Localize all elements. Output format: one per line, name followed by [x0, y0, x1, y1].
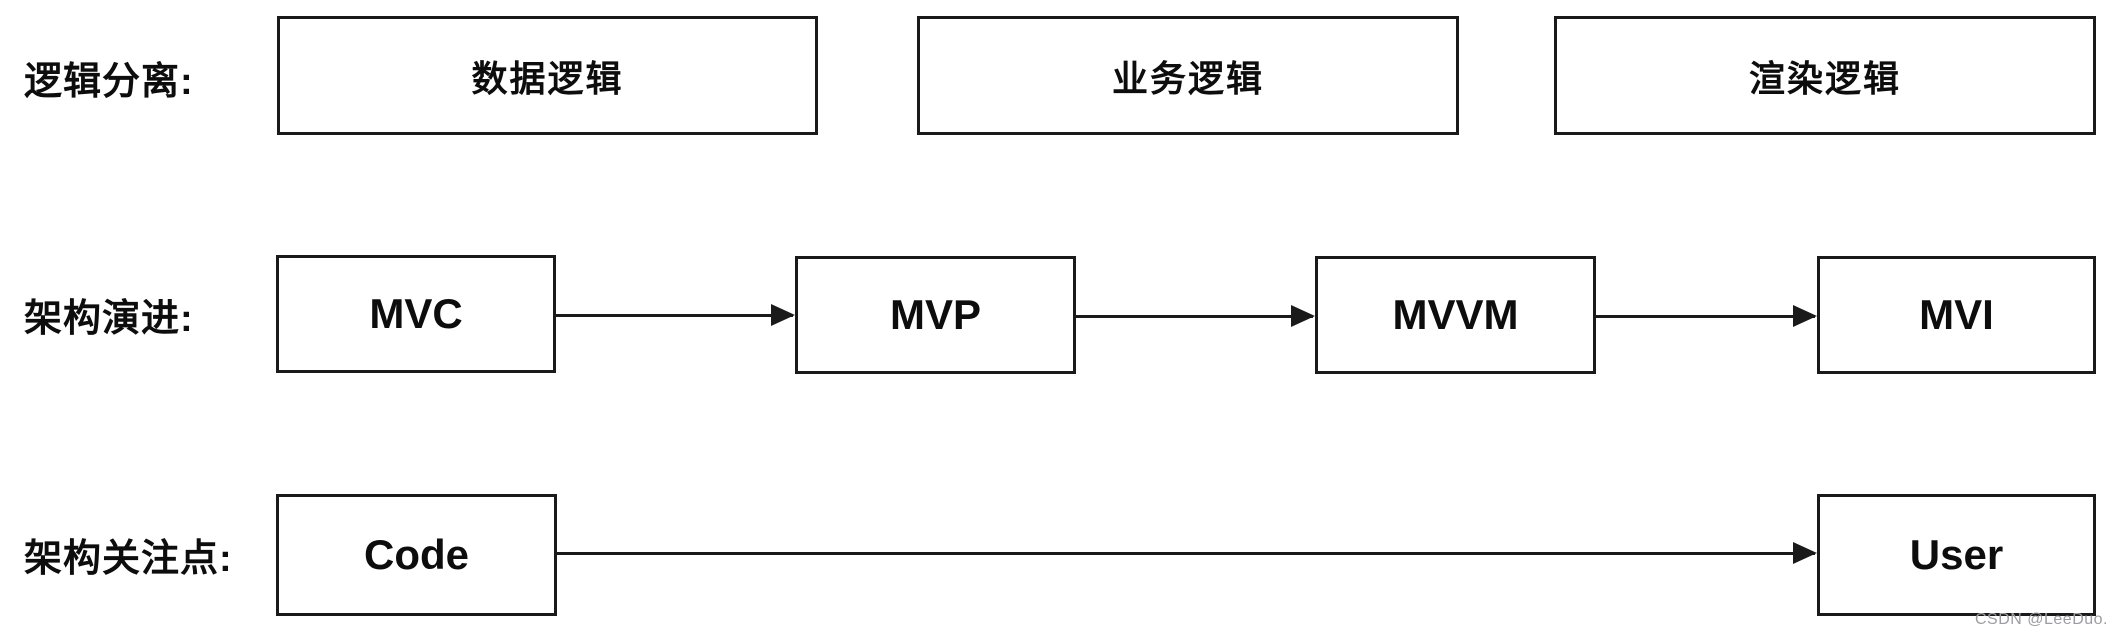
- arrow-line: [557, 551, 1815, 555]
- arrowhead-icon: [771, 304, 795, 326]
- box-user: User: [1817, 494, 2096, 616]
- row-label-architecture-evolution: 架构演进:: [24, 297, 194, 340]
- box-code: Code: [276, 494, 557, 616]
- box-data-logic: 数据逻辑: [277, 16, 818, 135]
- arrowhead-icon: [1793, 542, 1817, 564]
- arrow-line: [1596, 314, 1815, 318]
- box-mvvm: MVVM: [1315, 256, 1596, 374]
- box-business-logic: 业务逻辑: [917, 16, 1459, 135]
- arrowhead-icon: [1291, 305, 1315, 327]
- box-mvc: MVC: [276, 255, 556, 373]
- box-mvp: MVP: [795, 256, 1076, 374]
- row-label-logic-separation: 逻辑分离:: [24, 60, 194, 103]
- box-mvi: MVI: [1817, 256, 2096, 374]
- arrow-line: [1076, 314, 1313, 318]
- watermark: CSDN @LeeDuo.: [1974, 611, 2108, 628]
- arrow-line: [556, 313, 793, 317]
- row-label-architecture-focus: 架构关注点:: [24, 537, 233, 580]
- box-render-logic: 渲染逻辑: [1554, 16, 2096, 135]
- arrowhead-icon: [1793, 305, 1817, 327]
